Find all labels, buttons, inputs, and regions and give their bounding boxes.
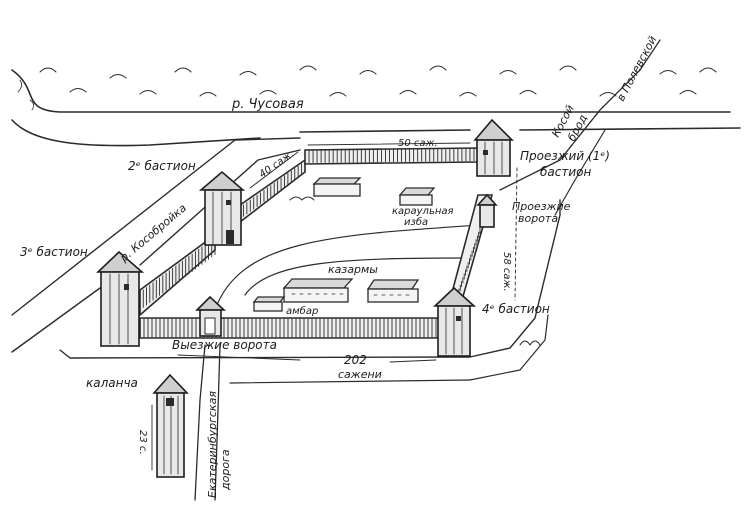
label-dim-23: 23 с. (137, 430, 148, 455)
roads (11, 39, 661, 501)
label-dim-58: 58 саж. (501, 252, 512, 292)
label-bastion-1-line1: Проезжий (1ᵉ) (520, 149, 610, 163)
tower-bastion-2 (198, 170, 246, 246)
label-passage-gate-line2: ворота (518, 212, 558, 225)
label-storehouse: амбар (286, 305, 318, 317)
label-bastion-1-line2: бастион (540, 165, 591, 179)
label-kalancha: каланча (86, 376, 138, 390)
label-bastion-4: 4ᵉ бастион (482, 302, 550, 316)
label-ekb-road-line2: дорога (219, 449, 232, 491)
barracks-right (366, 279, 420, 303)
river (11, 65, 741, 147)
dimension-lines (151, 142, 518, 471)
label-r-kosobroika: р. Кособройка (117, 201, 189, 265)
label-exit-gate: Выезжие ворота (172, 338, 277, 352)
tower-bastion-4 (432, 286, 477, 357)
tower-bastion-3 (96, 250, 145, 347)
label-ekb-road-line1: Екатеринбургская (206, 391, 219, 498)
label-barracks: казармы (328, 263, 378, 276)
barracks-left (282, 278, 354, 303)
label-bastion-3: 3ᵉ бастион (20, 245, 88, 259)
label-bastion-2: 2ᵉ бастион (128, 159, 196, 173)
label-guardhouse-line2: изба (404, 216, 428, 228)
label-guardhouse-line1: караульная (392, 206, 454, 217)
label-river: р. Чусовая (231, 97, 304, 112)
buildings (252, 177, 436, 312)
towers (96, 118, 514, 478)
tower-bastion-1 (473, 118, 514, 177)
palisade-stakes (139, 148, 481, 338)
storehouse-building (252, 296, 286, 312)
label-to-polevskoy: в Полевской (614, 34, 659, 104)
building-upper (312, 177, 362, 197)
tower-kalancha (152, 373, 189, 478)
label-dim-202: 202 (344, 353, 367, 367)
label-dim-202-unit: сажени (338, 368, 382, 381)
label-passage-gate-line1: Проезжие (512, 200, 571, 213)
tower-passage-gate (476, 193, 498, 228)
guardhouse-building (398, 187, 436, 206)
tower-exit-gate (195, 295, 227, 337)
label-dim-50: 50 саж. (398, 138, 438, 149)
